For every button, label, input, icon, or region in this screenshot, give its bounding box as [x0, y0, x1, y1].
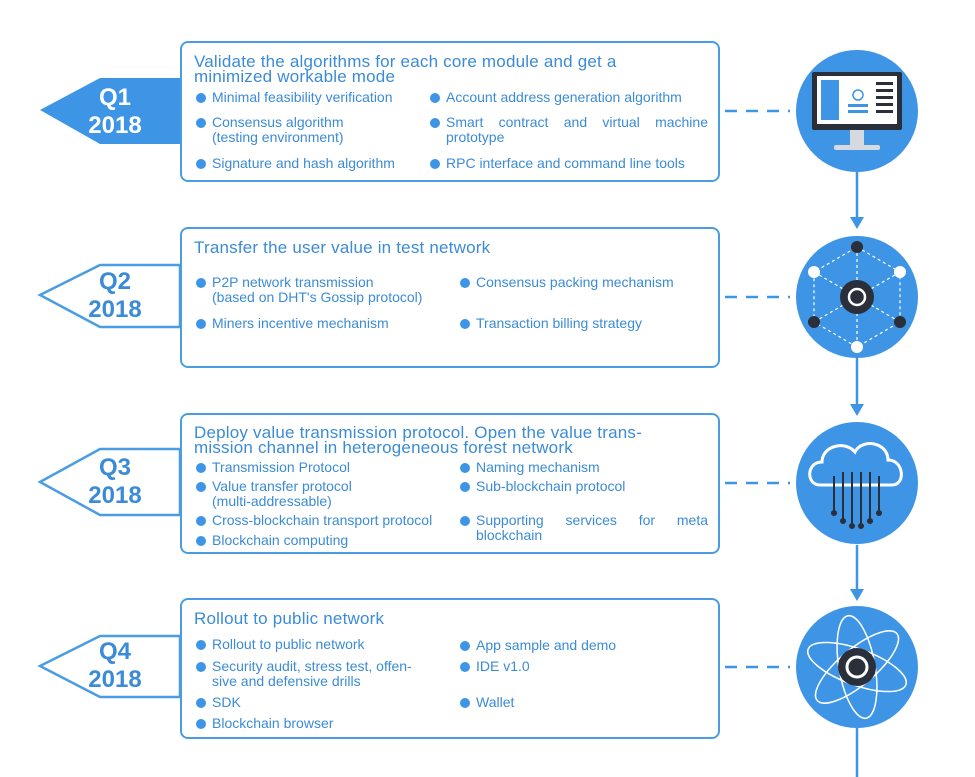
list-item: Naming mechanism [460, 460, 600, 475]
computer-monitor-icon [796, 50, 918, 172]
list-item: Rollout to public network [196, 637, 365, 652]
list-item: Blockchain computing [196, 533, 348, 548]
title-line: mission channel in heterogeneous forest … [194, 438, 573, 457]
q3-card: Deploy value transmission protocol. Open… [180, 413, 720, 554]
cloud-circuit-icon [796, 422, 918, 544]
list-item: Blockchain browser [196, 716, 333, 731]
list-item: Cross-blockchain transport protocol [196, 513, 432, 528]
list-item: IDE v1.0 [460, 659, 530, 674]
list-item: Wallet [460, 695, 514, 710]
list-item: Minimal feasibility verification [196, 90, 393, 105]
list-item: Account address generation algorithm [430, 90, 682, 105]
arrow-down-icon [850, 589, 864, 601]
q1-pennant [40, 78, 180, 144]
atom-icon [796, 606, 918, 728]
list-item: Consensus packing mechanism [460, 275, 674, 290]
list-item: Transmission Protocol [196, 460, 350, 475]
arrow-down-icon [850, 217, 864, 229]
quarter-name: Q1 [98, 84, 131, 111]
quarter-name: Q3 [98, 454, 131, 481]
list-item: Signature and hash algorithm [196, 156, 395, 171]
list-item: Miners incentive mechanism [196, 316, 389, 331]
card-title: Validate the algorithms for each core mo… [194, 52, 708, 86]
list-item: P2P network transmission (based on DHT's… [196, 275, 422, 305]
q4-label: Q4 2018 [60, 638, 170, 694]
list-item: Consensus algorithm (testing environment… [196, 115, 344, 145]
q2-label: Q2 2018 [60, 268, 170, 324]
list-item: App sample and demo [460, 638, 616, 653]
list-item: Smart contract and virtual machine proto… [430, 115, 708, 145]
card-title: Rollout to public network [194, 609, 708, 628]
q4-card: Rollout to public network Rollout to pub… [180, 598, 720, 739]
title-line: Rollout to public network [194, 609, 385, 628]
list-item: Security audit, stress test, offen- sive… [196, 659, 412, 689]
list-item: Value transfer protocol (multi-addressab… [196, 479, 352, 509]
quarter-year: 2018 [88, 666, 142, 693]
list-item: Transaction billing strategy [460, 316, 642, 331]
q1-card: Validate the algorithms for each core mo… [180, 41, 720, 182]
q1-label: Q1 2018 [60, 84, 170, 140]
title-line: Transfer the user value in test network [194, 238, 491, 257]
card-title: Transfer the user value in test network [194, 238, 708, 257]
q3-label: Q3 2018 [60, 454, 170, 510]
card-title: Deploy value transmission protocol. Open… [194, 423, 708, 457]
q2-card: Transfer the user value in test network … [180, 227, 720, 368]
list-item: RPC interface and command line tools [430, 156, 685, 171]
quarter-year: 2018 [88, 296, 142, 323]
network-hexagon-icon [796, 236, 918, 358]
list-item: SDK [196, 695, 241, 710]
quarter-name: Q2 [98, 268, 131, 295]
list-item: Sub-blockchain protocol [460, 479, 625, 494]
title-line: Validate the algorithms for each core mo… [194, 52, 617, 71]
title-line: Deploy value transmission protocol. Open… [194, 423, 642, 442]
list-item: Supporting services for meta blockchain [460, 513, 708, 543]
title-line: minimized workable mode [194, 67, 396, 86]
quarter-name: Q4 [98, 638, 131, 665]
quarter-year: 2018 [88, 482, 142, 509]
arrow-down-icon [850, 404, 864, 416]
quarter-year: 2018 [88, 112, 142, 139]
